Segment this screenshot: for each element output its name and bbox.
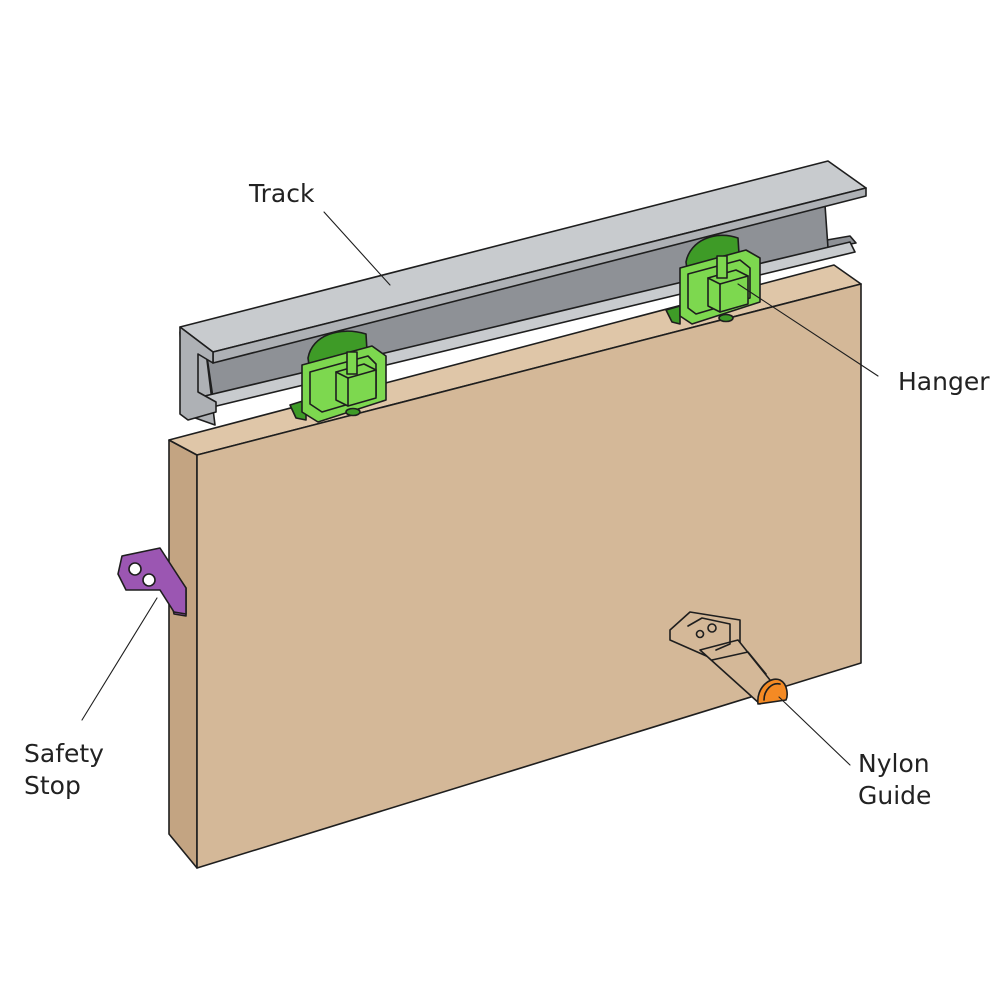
hanger-right-block — [707, 269, 749, 313]
hanger-left-block — [335, 363, 377, 407]
label-safety-stop: Safety Stop — [24, 738, 104, 802]
leader-nylon-guide — [778, 696, 851, 766]
safety-stop-screw-hole-2 — [142, 573, 156, 587]
label-safety-stop-line2: Stop — [24, 771, 81, 800]
hanger-right-post — [716, 255, 728, 279]
hanger-right-bolt — [718, 313, 734, 323]
hanger-left-block-edge-2 — [347, 369, 377, 379]
nylon-guide-screw-hole — [707, 623, 717, 633]
track-end-profile — [179, 326, 217, 421]
label-nylon-guide-line2: Guide — [858, 781, 932, 810]
leader-lines — [81, 211, 879, 766]
hanger-right-block-edge — [707, 277, 721, 285]
leader-hanger — [737, 283, 879, 377]
label-hanger-text: Hanger — [898, 367, 990, 396]
label-safety-stop-line1: Safety — [24, 739, 104, 768]
hanger-right-base — [665, 305, 681, 325]
label-track: Track — [249, 178, 314, 210]
hanger-right-block-edge-2 — [719, 275, 749, 285]
nylon-guide-screw-hole-2 — [695, 629, 705, 639]
nylon-guide-slot — [687, 617, 731, 651]
door-front-face — [196, 283, 862, 869]
label-hanger: Hanger — [898, 366, 990, 398]
label-nylon-guide: Nylon Guide — [858, 748, 931, 812]
nylon-guide-rail — [711, 651, 767, 675]
hanger-left-post — [346, 351, 358, 375]
hanger-left — [289, 330, 387, 423]
safety-stop-screw-hole — [128, 562, 142, 576]
hanger-left-block-edge — [335, 371, 349, 379]
label-nylon-guide-line1: Nylon — [858, 749, 930, 778]
label-track-text: Track — [249, 179, 315, 208]
leader-track — [323, 211, 391, 286]
hanger-right — [665, 234, 761, 325]
nylon-guide-roller-face — [763, 682, 781, 701]
door-side-edge — [168, 439, 198, 869]
leader-safety-stop — [81, 597, 158, 721]
hanger-left-bolt — [345, 407, 361, 417]
safety-stop — [117, 547, 187, 617]
